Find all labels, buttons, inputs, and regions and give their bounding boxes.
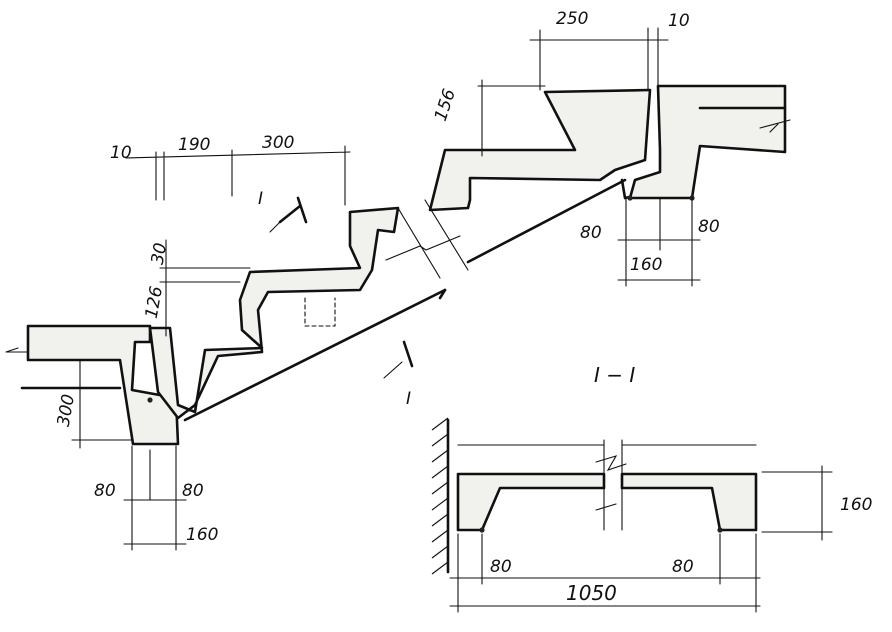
dim-lower-80-left: 80	[94, 481, 116, 501]
dim-stair-190: 190	[178, 135, 210, 155]
dim-upper-80-right: 80	[698, 217, 720, 237]
dim-lower-80-right: 80	[182, 481, 204, 501]
dim-upper-80-left: 80	[580, 223, 602, 243]
dim-156: 156	[431, 86, 460, 123]
dim-stair-10: 10	[110, 143, 132, 163]
section-marker-upper	[269, 196, 308, 233]
section-view	[431, 417, 758, 575]
dim-section-80-right: 80	[672, 557, 694, 577]
dim-stair-300: 300	[262, 133, 294, 153]
section-mark-lower: I	[406, 389, 411, 409]
dim-section-80-left: 80	[490, 557, 512, 577]
section-marker-lower	[383, 340, 414, 379]
section-mark-upper: I	[258, 189, 263, 209]
dim-30: 30	[148, 241, 171, 266]
upper-landing	[627, 84, 791, 201]
dim-section-160: 160	[840, 495, 872, 515]
dim-upper-160: 160	[630, 255, 662, 275]
dimension-lines	[71, 27, 833, 613]
dim-300-left: 300	[54, 393, 79, 428]
dim-126: 126	[142, 285, 167, 321]
stair-flight	[148, 199, 469, 422]
dim-top-10: 10	[668, 11, 690, 31]
dim-section-1050: 1050	[566, 581, 617, 605]
dim-lower-160: 160	[186, 525, 218, 545]
dim-top-250: 250	[556, 9, 588, 29]
section-title: I − I	[594, 363, 635, 387]
